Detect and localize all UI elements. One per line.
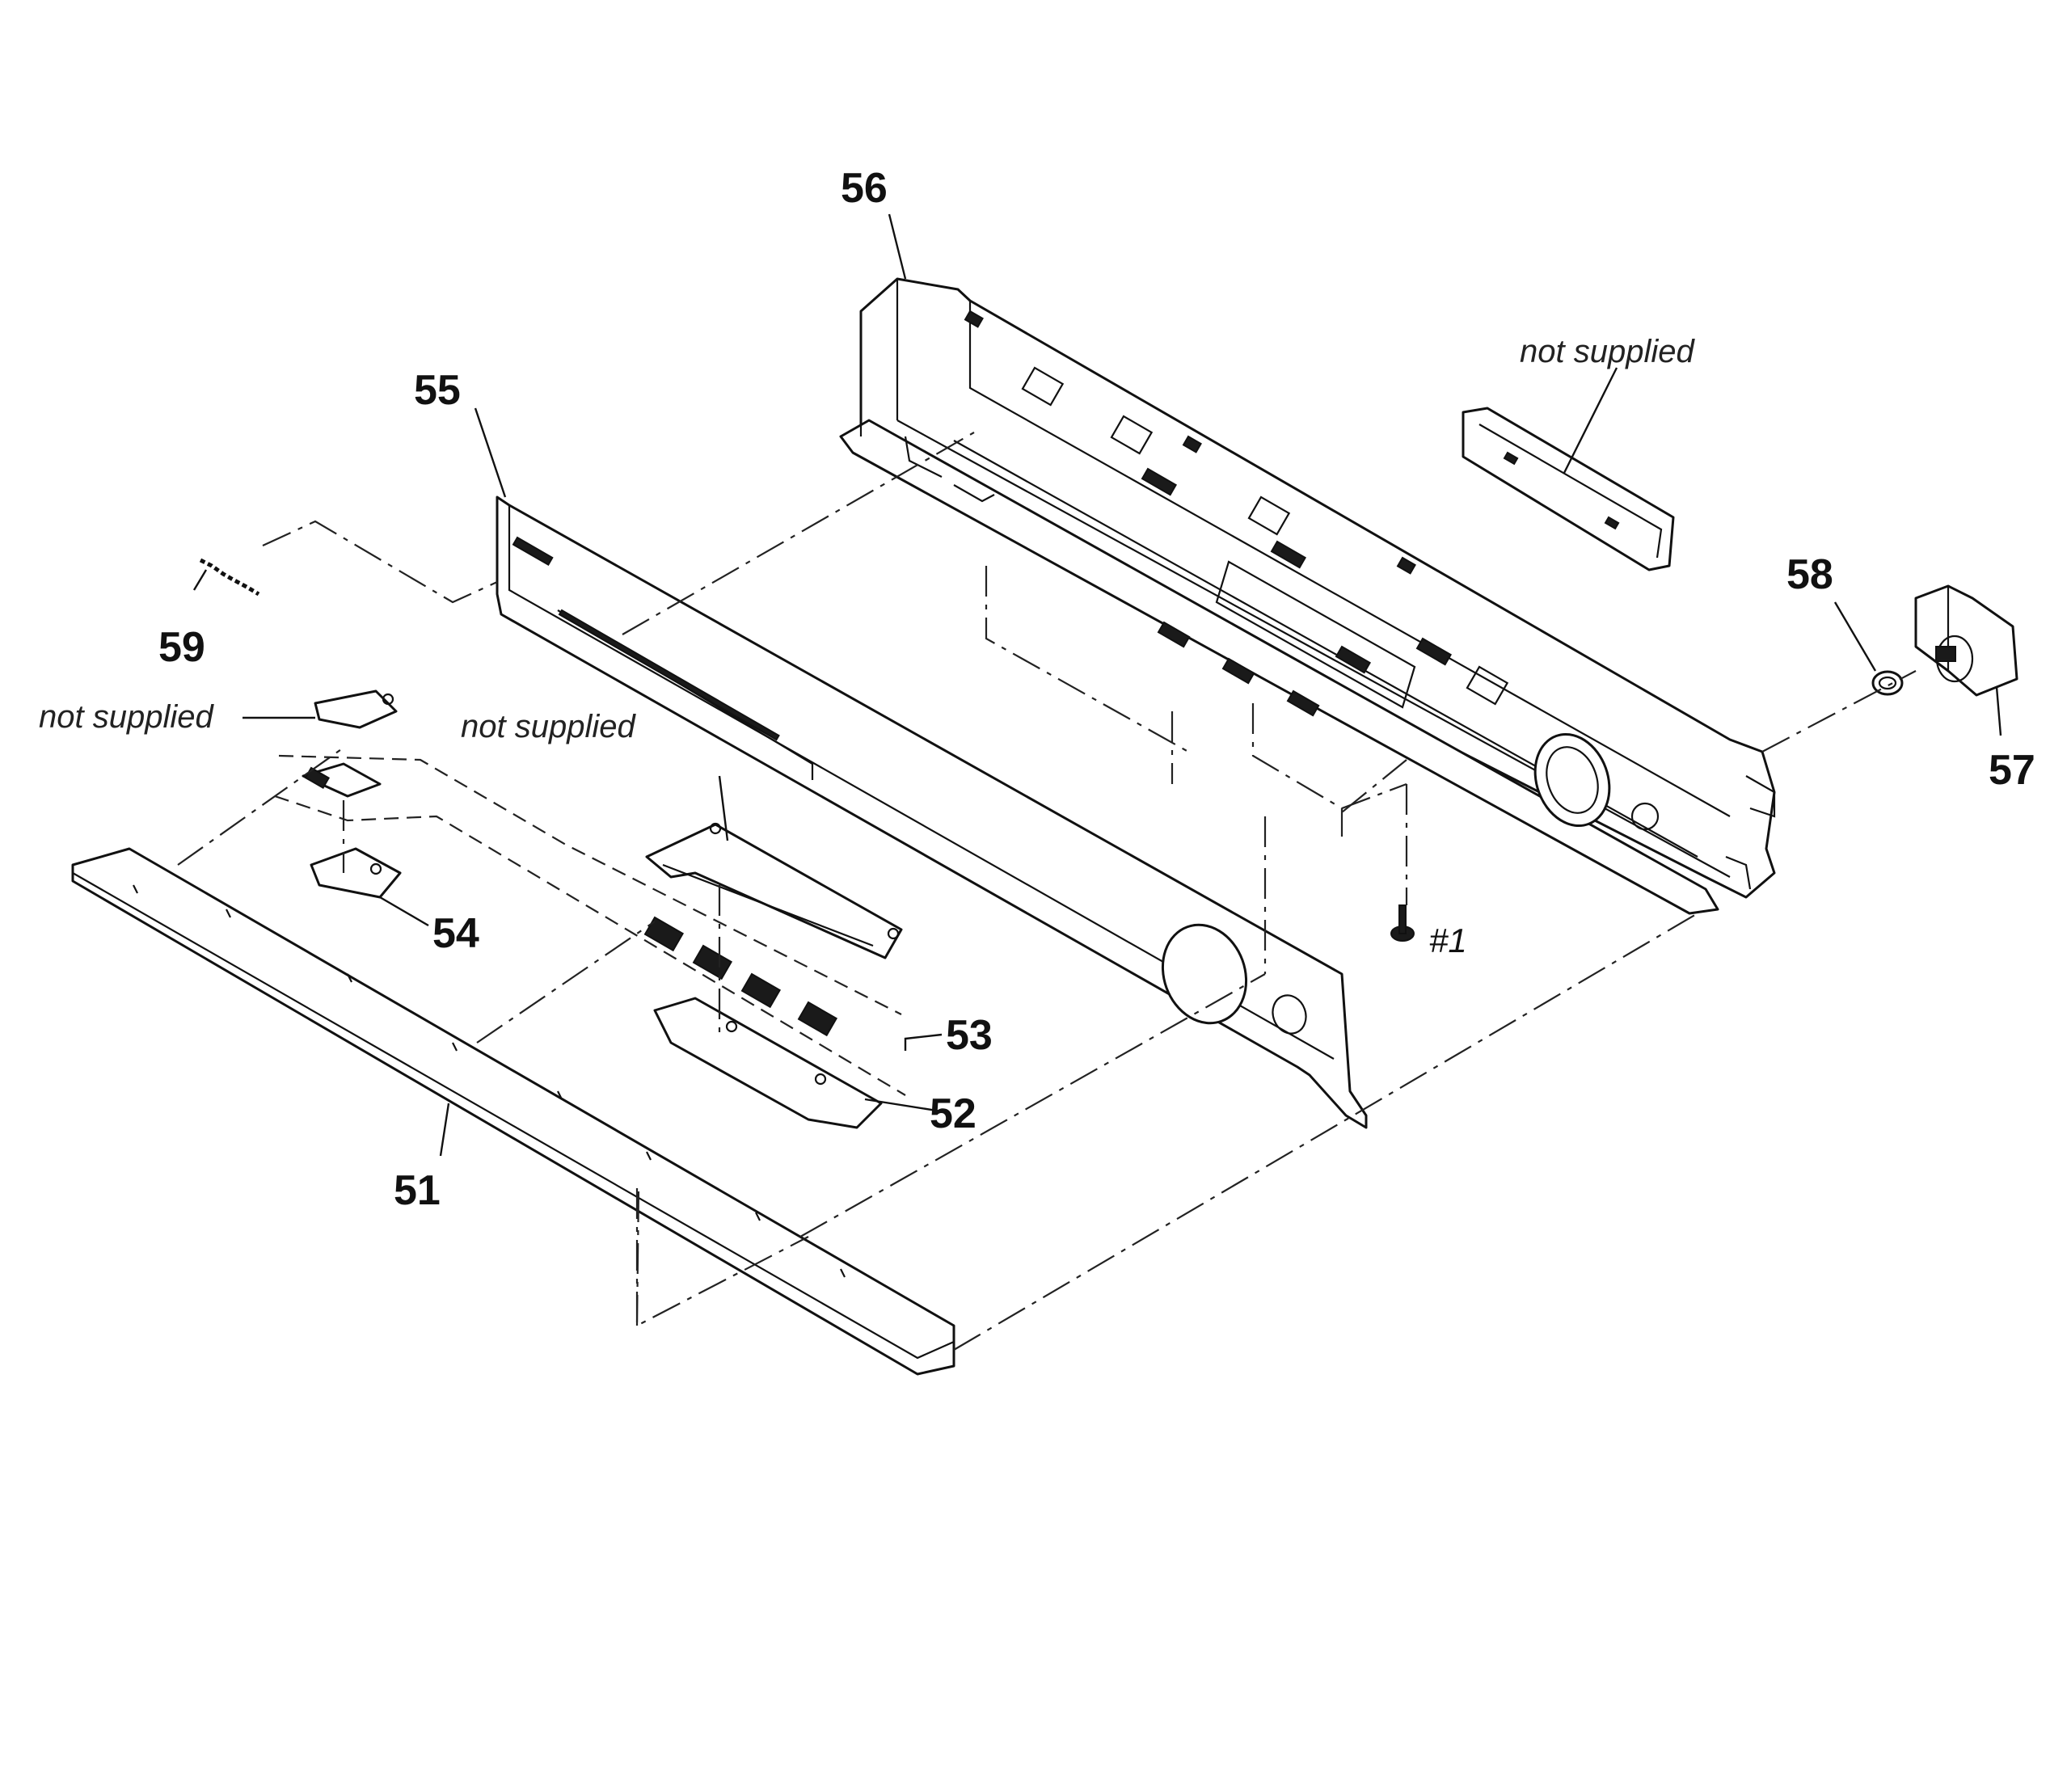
not-supplied-panel-upper: [1462, 407, 1675, 571]
part-59-wire: [199, 558, 260, 597]
part-57-jack-bracket: [1914, 584, 2018, 697]
label-58: 58: [1786, 551, 1833, 598]
part-55-front-panel: [496, 495, 1368, 1129]
part-51-front-trim: [71, 847, 955, 1376]
label-55: 55: [414, 367, 461, 414]
part-54-bracket: [302, 689, 402, 899]
label-51: 51: [394, 1167, 441, 1214]
note-not-supplied-left: not supplied: [39, 699, 214, 735]
part-53-switch-board-upper: [645, 822, 903, 959]
label-59: 59: [158, 624, 205, 671]
screw-1: [1390, 904, 1415, 942]
label-56: 56: [841, 165, 888, 212]
note-not-supplied-center: not supplied: [461, 709, 636, 744]
leader-lines: [192, 213, 2002, 1157]
assembly-lines: [177, 432, 1917, 1351]
note-not-supplied-upper-right: not supplied: [1520, 334, 1695, 369]
part-52-switch-board-lower: [643, 916, 883, 1129]
label-54: 54: [432, 910, 479, 957]
part-56-chassis-frame: [839, 277, 1776, 915]
label-53: 53: [946, 1012, 993, 1059]
label-52: 52: [930, 1090, 976, 1137]
label-57: 57: [1989, 747, 2035, 794]
screw-ref-label: #1: [1429, 921, 1467, 959]
